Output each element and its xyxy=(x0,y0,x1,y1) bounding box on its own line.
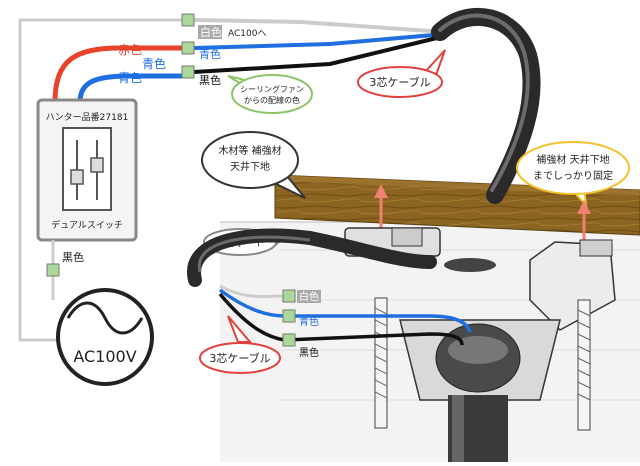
dual-switch: ハンター品番27181 デュアルスイッチ xyxy=(36,98,138,242)
ac100v-source: AC100V xyxy=(56,288,154,386)
blue-label-top: 青色 xyxy=(142,57,166,71)
blue-label-bottom: 青色 xyxy=(299,315,319,328)
blue-wire-top xyxy=(193,32,446,50)
white-wire-bottom xyxy=(219,284,286,299)
callout-cable-bottom: 3芯ケーブル xyxy=(199,315,281,374)
arrow-up-left xyxy=(374,184,388,232)
frame-line xyxy=(18,18,188,342)
connector-white-top xyxy=(181,13,195,27)
cable-bottom-label: 3芯ケーブル xyxy=(209,351,270,365)
reinforce-line1: 補強材 天井下地 xyxy=(536,153,609,166)
white-label-top: 白色 xyxy=(200,25,222,39)
switch-label-bottom: デュアルスイッチ xyxy=(51,219,123,231)
ac100v-label: AC100V xyxy=(73,347,136,366)
connector-white-bottom xyxy=(282,289,296,303)
red-label: 赤色 xyxy=(118,43,142,57)
white-label-bottom: 白色 xyxy=(299,290,319,303)
callout-fan-color: シーリングファン からの配線の色 xyxy=(227,74,313,114)
connector-black-top xyxy=(181,65,195,79)
wood-line2: 天井下地 xyxy=(230,160,270,173)
white-label-bottom-bg xyxy=(297,290,321,303)
connector-blue-top xyxy=(181,41,195,55)
connector-left xyxy=(46,263,60,277)
white-label-bg xyxy=(198,25,222,39)
red-wire xyxy=(52,45,188,103)
screw-right xyxy=(577,299,591,431)
blue-label-mid: 青色 xyxy=(118,71,142,85)
black-wire-top xyxy=(193,34,446,74)
callout-cable-top: 3芯ケーブル xyxy=(357,49,446,98)
connector-black-bottom xyxy=(282,333,296,347)
connector-blue-bottom xyxy=(282,309,296,323)
blue-label-right: 青色 xyxy=(199,47,221,61)
fan-color-line2: からの配線の色 xyxy=(244,95,300,105)
switch-label-top: ハンター品番27181 xyxy=(46,111,129,123)
slider-right xyxy=(90,157,104,173)
white-wire-top xyxy=(193,18,446,34)
fan-color-line1: シーリングファン xyxy=(240,84,304,94)
black-label-bottom: 黒色 xyxy=(299,346,319,359)
black-label-top: 黒色 xyxy=(199,73,221,87)
slider-left xyxy=(70,169,84,185)
cable-top-label: 3芯ケーブル xyxy=(369,75,430,89)
reinforce-line2: までしっかり固定 xyxy=(533,169,613,182)
callout-wood: 木材等 補強材 天井下地 xyxy=(201,131,306,199)
fan-canopy xyxy=(399,319,561,462)
screw-left xyxy=(374,297,388,429)
callout-reinforce: 補強材 天井下地 までしっかり固定 xyxy=(516,141,630,208)
wood-line1: 木材等 補強材 xyxy=(218,144,281,157)
ac100-label: AC100へ xyxy=(228,29,266,39)
black-label-left: 黒色 xyxy=(62,250,84,264)
blue-wire-switch xyxy=(77,73,188,103)
